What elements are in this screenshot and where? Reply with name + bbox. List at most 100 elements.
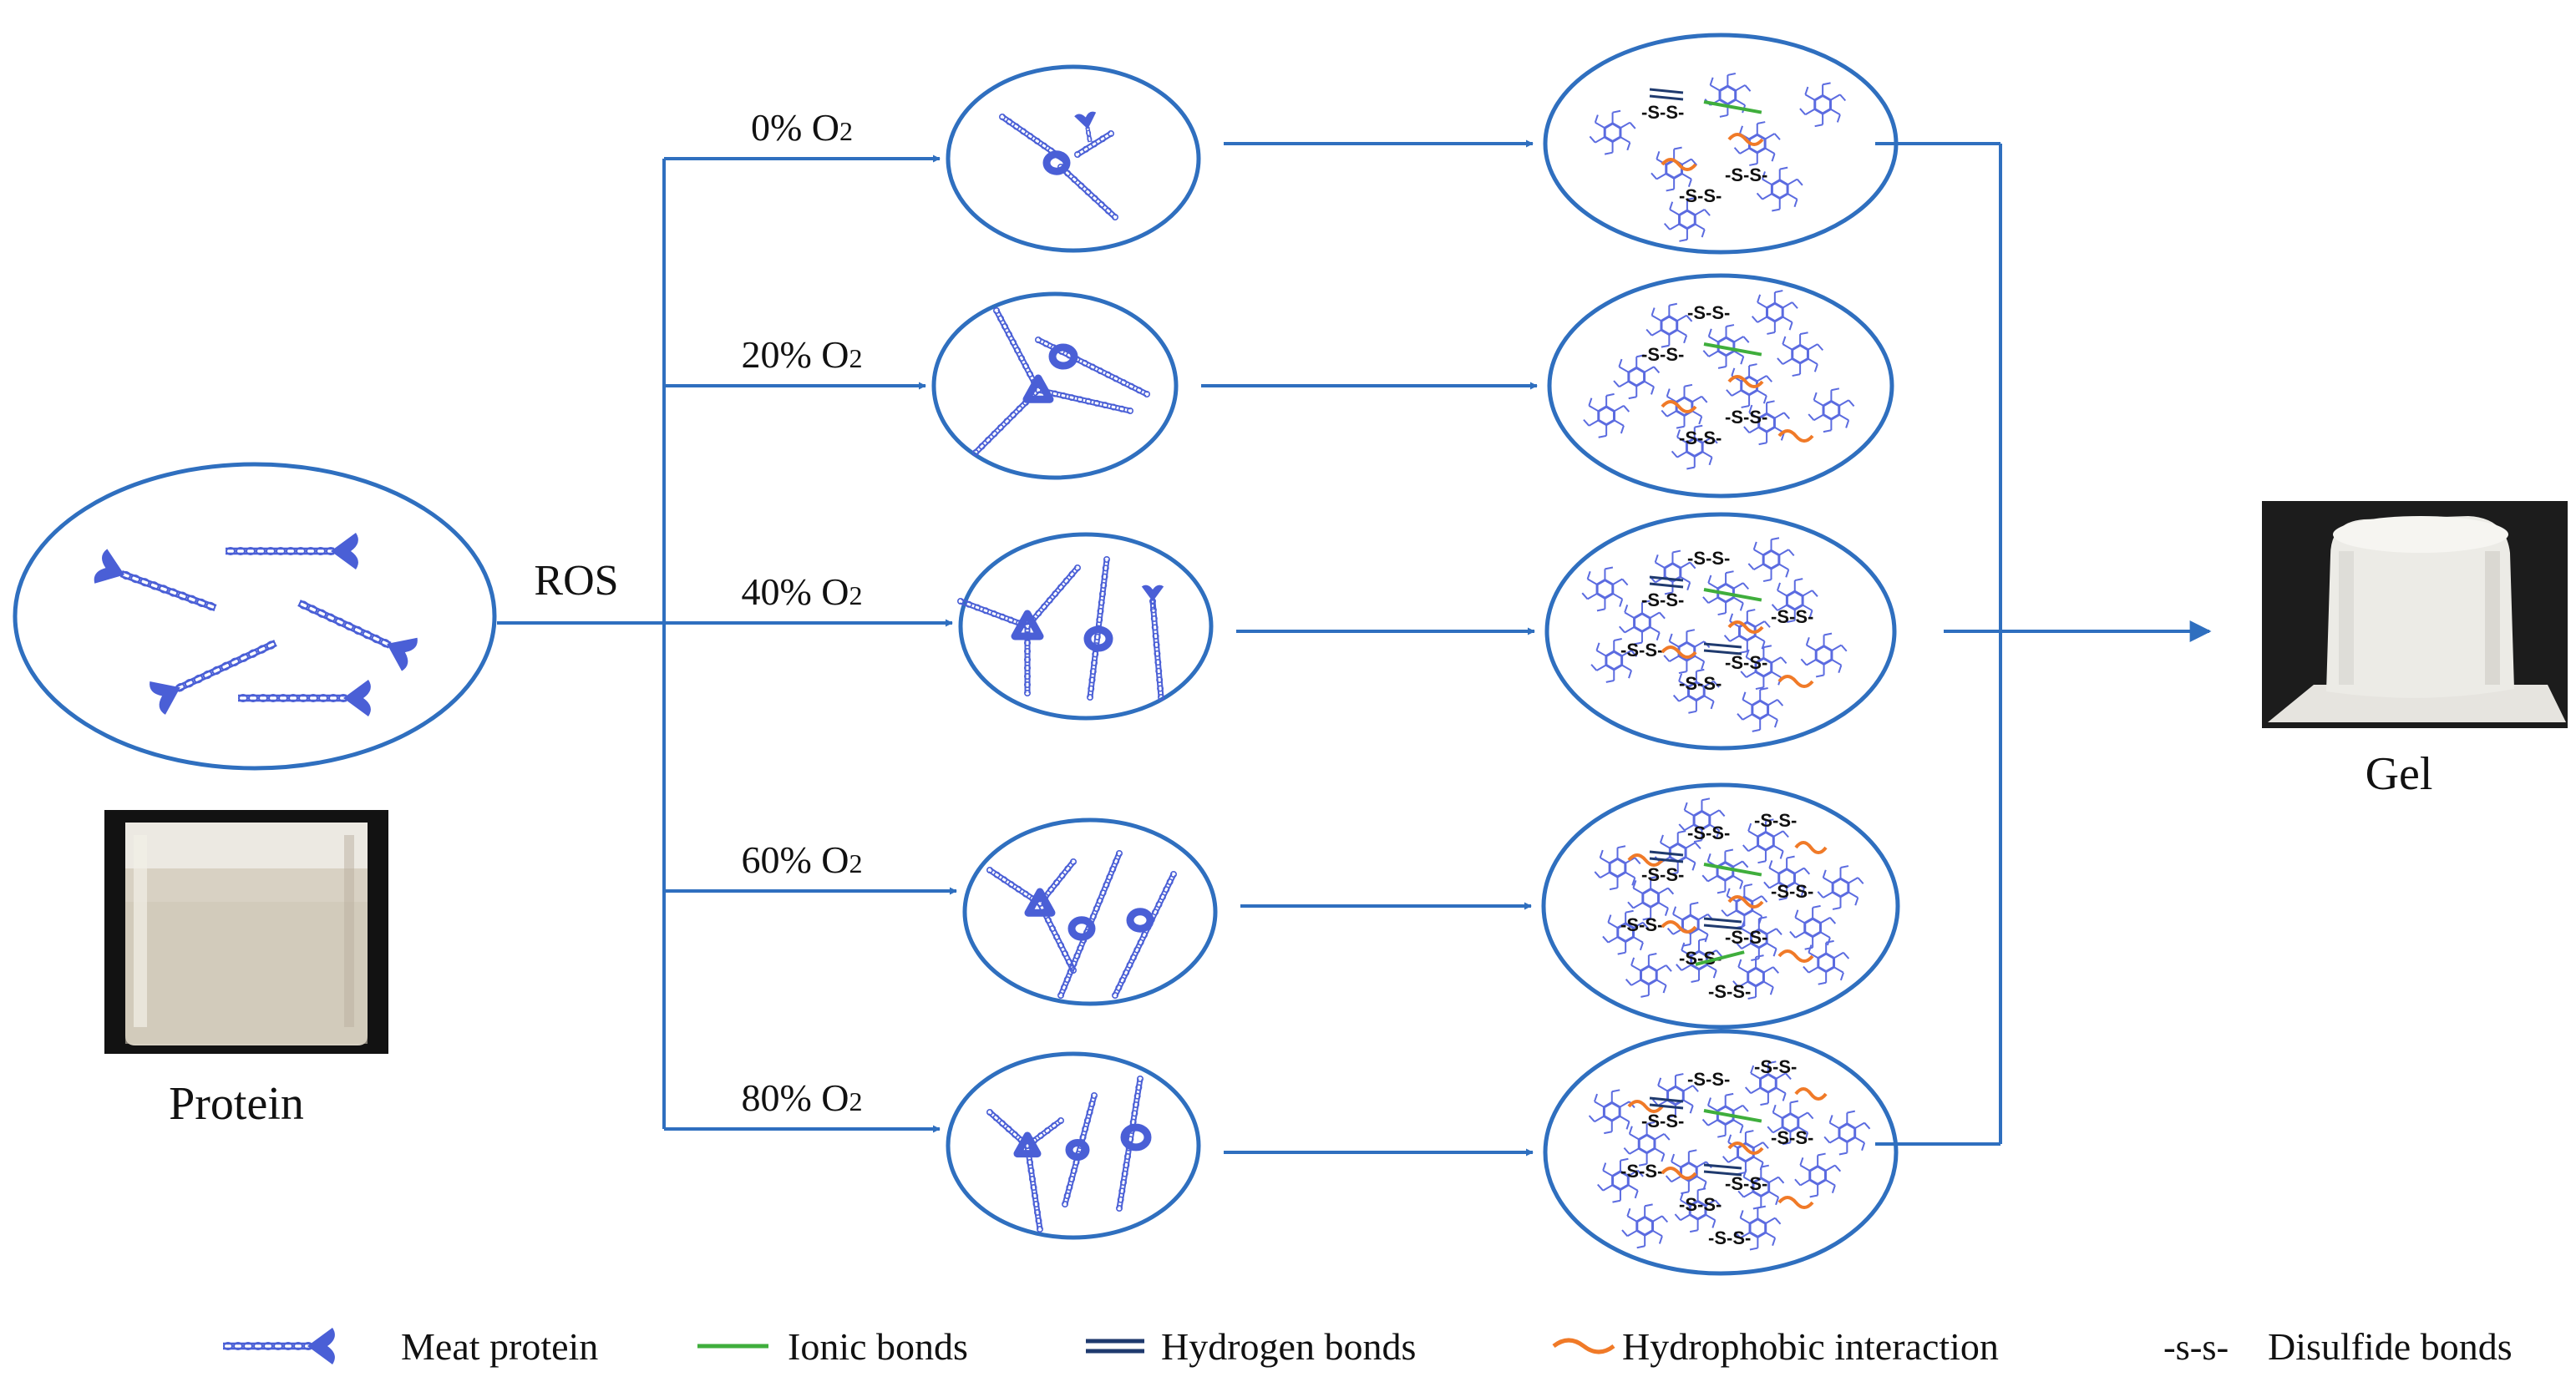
disulfide-mark: -S-S- bbox=[1679, 428, 1722, 448]
gel-network-ellipse bbox=[1544, 512, 1897, 751]
aggregate-knot bbox=[1048, 343, 1078, 370]
disulfide-mark: -S-S- bbox=[1679, 1194, 1722, 1215]
hydrogen-mark bbox=[1649, 88, 1684, 101]
network-node bbox=[1742, 818, 1789, 864]
meat-protein-icon bbox=[223, 1328, 335, 1364]
disulfide-mark: -S-S- bbox=[1641, 1111, 1684, 1131]
disulfide-symbol: -s-s- bbox=[2163, 1327, 2229, 1368]
aggregated-chain bbox=[986, 867, 1044, 908]
protein-head bbox=[1141, 585, 1164, 610]
aggregated-chain bbox=[1074, 130, 1115, 159]
disulfide-mark: -S-S- bbox=[1771, 1127, 1813, 1148]
native-protein-molecule bbox=[297, 600, 418, 671]
protein-solution-photo bbox=[104, 810, 388, 1054]
merge-connector bbox=[1875, 142, 2212, 1146]
disulfide-mark: -S-S- bbox=[1708, 1228, 1751, 1248]
network-node bbox=[1674, 1187, 1722, 1233]
aggregate-knot bbox=[1013, 1131, 1042, 1158]
disulfide-mark: -S-S- bbox=[1641, 864, 1684, 885]
oxidized-protein-ellipse bbox=[946, 64, 1201, 253]
start-label: Protein bbox=[169, 1078, 304, 1130]
hydrophobic-mark bbox=[1727, 895, 1764, 909]
aggregated-chain bbox=[1149, 597, 1165, 701]
end-label: Gel bbox=[2366, 748, 2433, 800]
network-node bbox=[1735, 916, 1782, 961]
hydrophobic-mark bbox=[1727, 375, 1764, 388]
disulfide-mark: -S-S- bbox=[1725, 927, 1767, 948]
legend-item-4: -s-s- Disulfide bonds bbox=[2163, 1325, 2513, 1368]
hydrophobic-mark bbox=[1627, 853, 1664, 867]
network-node bbox=[1747, 537, 1795, 583]
hydrophobic-mark bbox=[1777, 675, 1814, 688]
hydrophobic-mark bbox=[1727, 133, 1764, 146]
network-node bbox=[1589, 109, 1636, 155]
legend-item-2: Hydrogen bonds bbox=[1086, 1325, 1416, 1368]
disulfide-mark: -S-S- bbox=[1725, 1173, 1767, 1194]
disulfide-mark: -S-S- bbox=[1725, 407, 1767, 428]
network-node bbox=[1726, 363, 1773, 408]
disulfide-mark: -S-S- bbox=[1679, 673, 1722, 694]
network-node bbox=[1733, 121, 1781, 166]
ionic-mark bbox=[1695, 950, 1745, 966]
network-node bbox=[1803, 939, 1850, 985]
disulfide-mark: -S-S- bbox=[1687, 302, 1730, 323]
disulfide-mark: -S-S- bbox=[1725, 652, 1767, 673]
hydrophobic-mark bbox=[1794, 841, 1828, 854]
disulfide-mark: -S-S- bbox=[1641, 590, 1684, 610]
disulfide-mark: -S-S- bbox=[1620, 1161, 1663, 1182]
aggregated-chain bbox=[1035, 386, 1134, 414]
network-node bbox=[1799, 82, 1847, 128]
network-node bbox=[1701, 848, 1749, 894]
network-node bbox=[1734, 1205, 1782, 1251]
aggregated-chain bbox=[1057, 164, 1119, 220]
network-node bbox=[1645, 302, 1693, 348]
hydrophobic-mark bbox=[1777, 1196, 1814, 1209]
disulfide-mark: -S-S- bbox=[1771, 606, 1813, 627]
network-node bbox=[1808, 387, 1855, 433]
disulfide-mark: -S-S- bbox=[1708, 981, 1751, 1002]
ionic-mark bbox=[1703, 588, 1762, 602]
aggregated-chain bbox=[1112, 871, 1178, 1000]
condition-row-0: 0% O2-S-S--S-S--S-S- bbox=[664, 33, 1899, 255]
network-node bbox=[1817, 865, 1864, 910]
hydrophobic-mark bbox=[1627, 1100, 1664, 1113]
network-node bbox=[1702, 570, 1750, 616]
oxygen-level-label: 20% O2 bbox=[741, 333, 862, 376]
legend-item-3: Hydrophobic interaction bbox=[1552, 1325, 1999, 1368]
hydrophobic-icon bbox=[1552, 1338, 1615, 1354]
network-node bbox=[1583, 392, 1630, 438]
hydrogen-mark bbox=[1703, 1163, 1742, 1177]
aggregate-knot bbox=[1120, 1123, 1152, 1152]
disulfide-mark: -S-S- bbox=[1754, 1056, 1797, 1077]
hydrogen-mark bbox=[1649, 850, 1684, 863]
hydrophobic-mark bbox=[1661, 158, 1697, 171]
hydrophobic-mark bbox=[1661, 645, 1697, 659]
native-protein-molecule bbox=[94, 549, 217, 611]
network-node bbox=[1767, 1100, 1814, 1146]
legend-label: Disulfide bonds bbox=[2268, 1325, 2513, 1368]
disulfide-mark: -S-S- bbox=[1620, 640, 1663, 661]
condition-row-1: 20% O2-S-S--S-S--S-S--S-S- bbox=[664, 273, 1894, 499]
network-node bbox=[1756, 166, 1803, 212]
ionic-mark bbox=[1703, 863, 1762, 877]
hydrophobic-mark bbox=[1661, 400, 1697, 413]
network-node bbox=[1671, 424, 1718, 470]
network-node bbox=[1623, 1121, 1671, 1167]
network-node bbox=[1621, 1203, 1669, 1249]
hydrophobic-mark bbox=[1661, 1167, 1697, 1180]
network-node bbox=[1663, 629, 1711, 675]
oxygen-level-label: 80% O2 bbox=[741, 1076, 862, 1119]
aggregate-knot bbox=[1024, 888, 1056, 917]
hydrophobic-mark bbox=[1661, 920, 1697, 934]
network-node bbox=[1663, 196, 1711, 242]
disulfide-mark: -S-S- bbox=[1754, 810, 1797, 831]
legend-label: Meat protein bbox=[401, 1325, 598, 1368]
network-node bbox=[1800, 632, 1848, 678]
network-node bbox=[1661, 383, 1708, 429]
network-node bbox=[1581, 566, 1629, 612]
disulfide-mark: -S-S- bbox=[1679, 185, 1722, 206]
network-node bbox=[1627, 875, 1675, 921]
network-node bbox=[1672, 668, 1720, 714]
aggregate-knot bbox=[1042, 150, 1071, 175]
